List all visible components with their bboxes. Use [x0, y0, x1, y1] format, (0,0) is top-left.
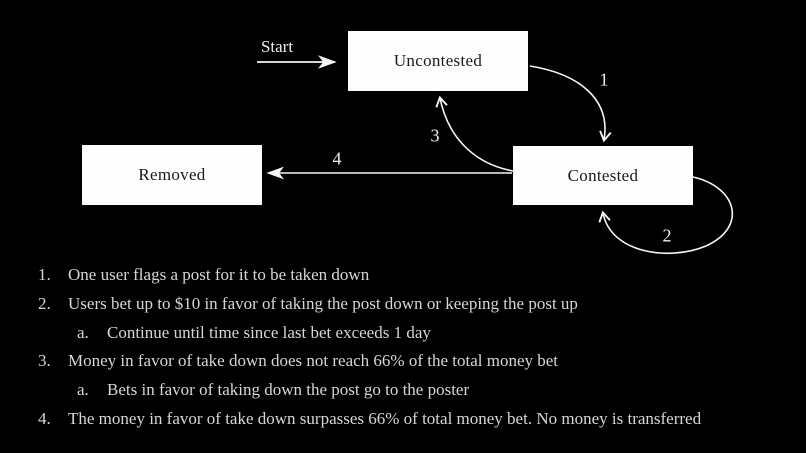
- edge-label-4: 4: [332, 148, 342, 169]
- transition-notes-list: 1. One user flags a post for it to be ta…: [0, 261, 790, 433]
- note-item-3: 3. Money in favor of take down does not …: [0, 347, 790, 376]
- edge-2-contested-self-loop: [598, 176, 734, 255]
- start-label: Start: [260, 37, 294, 56]
- note-marker: 1.: [38, 265, 51, 285]
- note-text: The money in favor of take down surpasse…: [68, 408, 702, 428]
- note-text: Money in favor of take down does not rea…: [68, 351, 559, 371]
- note-marker: a.: [77, 322, 89, 342]
- note-marker: 3.: [38, 351, 51, 371]
- note-marker: 4.: [38, 408, 51, 428]
- note-item-4: 4. The money in favor of take down surpa…: [0, 404, 790, 433]
- state-label-contested: Contested: [567, 165, 639, 185]
- state-label-removed: Removed: [138, 165, 206, 184]
- note-text: Bets in favor of taking down the post go…: [107, 380, 470, 400]
- edge-label-3: 3: [430, 125, 440, 146]
- edge-label-2: 2: [662, 225, 672, 246]
- note-text: One user flags a post for it to be taken…: [68, 265, 370, 285]
- note-marker: 2.: [38, 294, 51, 314]
- state-node-uncontested: Uncontested: [348, 31, 528, 91]
- note-item-3a: a. Bets in favor of taking down the post…: [0, 376, 790, 405]
- edge-1-uncontested-to-contested: [529, 65, 612, 143]
- state-node-removed: Removed: [82, 145, 262, 205]
- note-text: Continue until time since last bet excee…: [107, 322, 431, 342]
- note-marker: a.: [77, 380, 89, 400]
- state-node-contested: Contested: [513, 146, 693, 205]
- note-item-1: 1. One user flags a post for it to be ta…: [0, 261, 790, 290]
- note-item-2a: a. Continue until time since last bet ex…: [0, 318, 790, 347]
- state-label-uncontested: Uncontested: [393, 51, 483, 70]
- edge-3-contested-to-uncontested: [435, 95, 514, 172]
- note-item-2: 2. Users bet up to $10 in favor of takin…: [0, 290, 790, 319]
- note-text: Users bet up to $10 in favor of taking t…: [68, 294, 578, 314]
- edge-label-1: 1: [599, 69, 609, 90]
